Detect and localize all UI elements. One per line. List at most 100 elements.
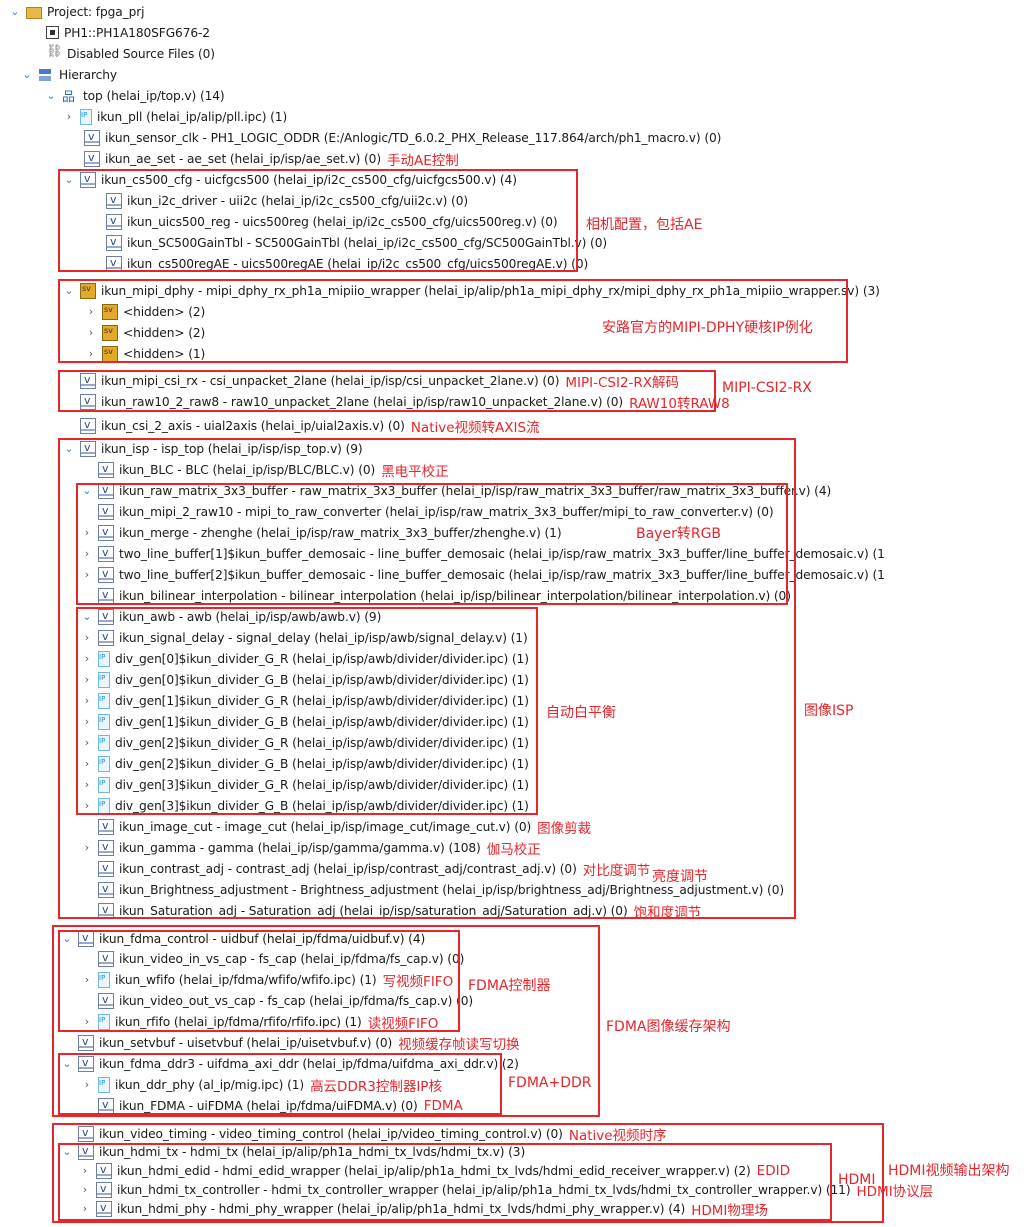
- chevron-down-icon[interactable]: ⌄: [64, 173, 74, 186]
- tree-row[interactable]: ikun_bilinear_interpolation - bilinear_i…: [80, 585, 791, 606]
- tree-row[interactable]: ›two_line_buffer[2]$ikun_buffer_demosaic…: [80, 564, 885, 585]
- tree-row[interactable]: ikun_contrast_adj - contrast_adj (helai_…: [80, 858, 650, 879]
- annotation-note: Native视频转AXIS流: [410, 419, 540, 436]
- tree-row[interactable]: ikun_mipi_csi_rx - csi_unpacket_2lane (h…: [62, 370, 679, 391]
- tree-row-label: div_gen[0]$ikun_divider_G_R (helai_ip/is…: [115, 651, 529, 666]
- chevron-down-icon[interactable]: ⌄: [46, 89, 56, 102]
- tree-row[interactable]: ›ikun_wfifo (helai_ip/fdma/wfifo/wfifo.i…: [80, 969, 453, 990]
- tree-row[interactable]: ikun_uics500_reg - uics500reg (helai_ip/…: [88, 211, 558, 232]
- tree-row[interactable]: ikun_video_timing - video_timing_control…: [60, 1123, 667, 1144]
- annotation-note: 高云DDR3控制器IP核: [310, 1078, 442, 1095]
- chevron-right-icon[interactable]: ›: [84, 736, 90, 749]
- tree-row[interactable]: ikun_cs500regAE - uics500regAE (helai_ip…: [88, 253, 588, 274]
- chevron-right-icon[interactable]: ›: [84, 673, 90, 686]
- tree-row[interactable]: ikun_BLC - BLC (helai_ip/isp/BLC/BLC.v) …: [80, 459, 449, 480]
- systemverilog-file-icon: [80, 282, 96, 299]
- tree-row[interactable]: › ikun_pll (helai_ip/alip/pll.ipc) (1): [62, 106, 287, 127]
- chevron-right-icon[interactable]: ›: [88, 347, 94, 360]
- tree-row[interactable]: › div_gen[0]$ikun_divider_G_R (helai_ip/i…: [80, 648, 529, 669]
- chevron-right-icon[interactable]: ›: [66, 110, 72, 123]
- tree-row[interactable]: ikun_csi_2_axis - uial2axis (helai_ip/ui…: [62, 415, 540, 436]
- tree-row[interactable]: ⌄ikun_cs500_cfg - uicfgcs500 (helai_ip/i…: [62, 169, 517, 190]
- tree-row-label: div_gen[3]$ikun_divider_G_R (helai_ip/is…: [115, 777, 529, 792]
- chevron-down-icon[interactable]: ⌄: [64, 442, 74, 455]
- tree-row[interactable]: ›ikun_merge - zhenghe (helai_ip/isp/raw_…: [80, 522, 562, 543]
- tree-row[interactable]: ⌄ikun_isp - isp_top (helai_ip/isp/isp_to…: [62, 438, 363, 459]
- chevron-down-icon[interactable]: ⌄: [62, 1057, 72, 1070]
- tree-row[interactable]: ikun_setvbuf - uisetvbuf (helai_ip/uiset…: [60, 1032, 520, 1053]
- chevron-right-icon[interactable]: ›: [84, 841, 90, 854]
- chevron-down-icon[interactable]: ⌄: [62, 1145, 72, 1158]
- tree-row-label: ikun_pll (helai_ip/alip/pll.ipc) (1): [97, 109, 288, 124]
- chevron-right-icon[interactable]: ›: [82, 1183, 88, 1196]
- tree-row[interactable]: ikun_Saturation_adj - Saturation_adj (he…: [80, 900, 701, 921]
- tree-row[interactable]: ›div_gen[2]$ikun_divider_G_B (helai_ip/i…: [80, 753, 529, 774]
- tree-row[interactable]: Disabled Source Files (0): [28, 43, 215, 64]
- tree-row[interactable]: ›ikun_gamma - gamma (helai_ip/isp/gamma/…: [80, 837, 541, 858]
- tree-row[interactable]: PH1::PH1A180SFG676-2: [28, 22, 210, 43]
- chevron-down-icon[interactable]: ⌄: [82, 484, 92, 497]
- chevron-right-icon[interactable]: ›: [84, 1078, 90, 1091]
- tree-row[interactable]: ⌄Hierarchy: [20, 64, 117, 85]
- tree-row-label: ikun_i2c_driver - uii2c (helai_ip/i2c_cs…: [127, 193, 469, 208]
- tree-row[interactable]: ikun_Brightness_adjustment - Brightness_…: [80, 879, 784, 900]
- chevron-right-icon[interactable]: ›: [84, 757, 90, 770]
- chevron-right-icon[interactable]: ›: [84, 973, 90, 986]
- chevron-down-icon[interactable]: ⌄: [62, 932, 72, 945]
- tree-row[interactable]: ›ikun_hdmi_tx_controller - hdmi_tx_contr…: [78, 1179, 933, 1200]
- chevron-right-icon[interactable]: ›: [84, 652, 90, 665]
- tree-row[interactable]: ikun_mipi_2_raw10 - mipi_to_raw_converte…: [80, 501, 774, 522]
- tree-row[interactable]: ikun_FDMA - uiFDMA (helai_ip/fdma/uiFDMA…: [80, 1095, 463, 1116]
- tree-row[interactable]: ikun_video_out_vs_cap - fs_cap (helai_ip…: [80, 990, 473, 1011]
- tree-row[interactable]: ikun_i2c_driver - uii2c (helai_ip/i2c_cs…: [88, 190, 468, 211]
- chevron-right-icon[interactable]: ›: [88, 326, 94, 339]
- tree-row-label: ikun_hdmi_edid - hdmi_edid_wrapper (hela…: [117, 1163, 751, 1178]
- chevron-right-icon[interactable]: ›: [84, 778, 90, 791]
- tree-row-label: ikun_csi_2_axis - uial2axis (helai_ip/ui…: [101, 418, 405, 433]
- chevron-down-icon[interactable]: ⌄: [82, 610, 92, 623]
- tree-row[interactable]: ›div_gen[2]$ikun_divider_G_R (helai_ip/i…: [80, 732, 529, 753]
- tree-row[interactable]: ›<hidden> (2): [84, 301, 205, 322]
- tree-row[interactable]: ⌄ikun_awb - awb (helai_ip/isp/awb/awb.v)…: [80, 606, 381, 627]
- chevron-down-icon[interactable]: ⌄: [64, 284, 74, 297]
- chevron-right-icon[interactable]: ›: [88, 305, 94, 318]
- tree-row[interactable]: ⌄ikun_mipi_dphy - mipi_dphy_rx_ph1a_mipi…: [62, 280, 880, 301]
- chevron-right-icon[interactable]: ›: [84, 568, 90, 581]
- chevron-right-icon[interactable]: ›: [84, 715, 90, 728]
- tree-row[interactable]: ›ikun_ddr_phy (al_ip/mig.ipc) (1)高云DDR3控…: [80, 1074, 442, 1095]
- tree-row[interactable]: ›ikun_rfifo (helai_ip/fdma/rfifo/rfifo.i…: [80, 1011, 438, 1032]
- tree-row[interactable]: ›div_gen[0]$ikun_divider_G_B (helai_ip/i…: [80, 669, 529, 690]
- tree-row[interactable]: › div_gen[3]$ikun_divider_G_R (helai_ip/i…: [80, 774, 529, 795]
- tree-row[interactable]: ikun_sensor_clk - PH1_LOGIC_ODDR (E:/Anl…: [66, 127, 721, 148]
- tree-row[interactable]: ›div_gen[3]$ikun_divider_G_B (helai_ip/i…: [80, 795, 529, 816]
- tree-row[interactable]: ›div_gen[1]$ikun_divider_G_R (helai_ip/i…: [80, 690, 529, 711]
- tree-row[interactable]: ikun_ae_set - ae_set (helai_ip/isp/ae_se…: [66, 148, 459, 169]
- chevron-right-icon[interactable]: ›: [84, 547, 90, 560]
- tree-row[interactable]: › ikun_hdmi_edid - hdmi_edid_wrapper (hel…: [78, 1160, 790, 1181]
- tree-row[interactable]: ikun_video_in_vs_cap - fs_cap (helai_ip/…: [80, 948, 464, 969]
- chevron-down-icon[interactable]: ⌄: [22, 68, 32, 81]
- tree-row[interactable]: ›div_gen[1]$ikun_divider_G_B (helai_ip/i…: [80, 711, 529, 732]
- chevron-right-icon[interactable]: ›: [82, 1164, 88, 1177]
- tree-row[interactable]: ›<hidden> (2): [84, 322, 205, 343]
- chevron-right-icon[interactable]: ›: [82, 1202, 88, 1215]
- tree-row[interactable]: ⌄ikun_fdma_control - uidbuf (helai_ip/fd…: [60, 928, 425, 949]
- chevron-right-icon[interactable]: ›: [84, 799, 90, 812]
- chevron-right-icon[interactable]: ›: [84, 694, 90, 707]
- chevron-right-icon[interactable]: ›: [84, 631, 90, 644]
- tree-row[interactable]: ›ikun_hdmi_phy - hdmi_phy_wrapper (helai…: [78, 1198, 768, 1219]
- chevron-right-icon[interactable]: ›: [84, 1015, 90, 1028]
- tree-row[interactable]: ⌄ikun_fdma_ddr3 - uifdma_axi_ddr (helai_…: [60, 1053, 519, 1074]
- ip-core-icon: [98, 776, 110, 793]
- tree-row[interactable]: ⌄ikun_hdmi_tx - hdmi_tx (helai_ip/alip/p…: [60, 1141, 525, 1162]
- tree-row[interactable]: ›two_line_buffer[1]$ikun_buffer_demosaic…: [80, 543, 885, 564]
- tree-row[interactable]: ikun_SC500GainTbl - SC500GainTbl (helai_…: [88, 232, 607, 253]
- tree-row[interactable]: ⌄Project: fpga_prj: [8, 1, 145, 22]
- chevron-down-icon[interactable]: ⌄: [10, 5, 20, 18]
- tree-row[interactable]: ⌄top (helai_ip/top.v) (14): [44, 85, 224, 106]
- chevron-right-icon[interactable]: ›: [84, 526, 90, 539]
- tree-row[interactable]: ikun_image_cut - image_cut (helai_ip/isp…: [80, 816, 591, 837]
- tree-row[interactable]: ›ikun_signal_delay - signal_delay (helai…: [80, 627, 528, 648]
- tree-row[interactable]: ›<hidden> (1): [84, 343, 205, 364]
- tree-row[interactable]: ikun_raw10_2_raw8 - raw10_unpacket_2lane…: [62, 391, 730, 412]
